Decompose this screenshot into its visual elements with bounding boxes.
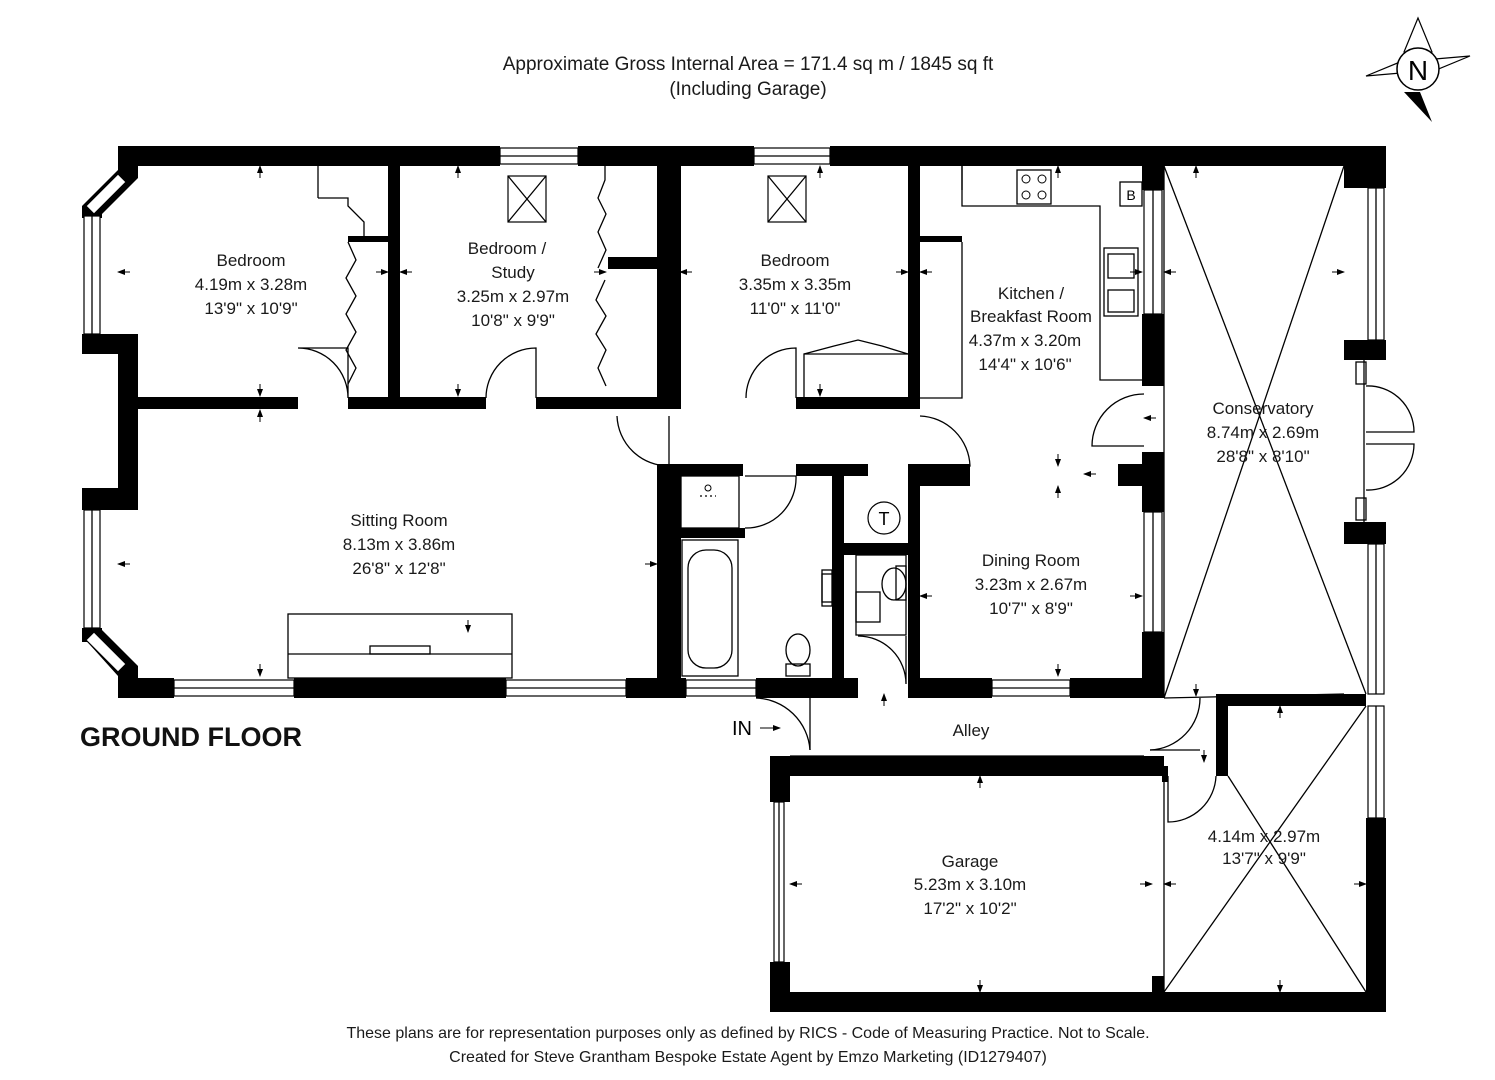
room-name: Garage (942, 852, 999, 871)
room-metric: 5.23m x 3.10m (914, 875, 1026, 894)
room-name: Dining Room (982, 551, 1080, 570)
room-imperial: 26'8" x 12'8" (352, 559, 445, 578)
room-name: Bedroom (217, 251, 286, 270)
room-name-2: Study (491, 263, 535, 282)
boiler-symbol: B (1126, 187, 1135, 203)
room-metric: 4.19m x 3.28m (195, 275, 307, 294)
room-imperial: 28'8" x 8'10" (1216, 447, 1309, 466)
room-metric: 3.25m x 2.97m (457, 287, 569, 306)
room-metric: 8.13m x 3.86m (343, 535, 455, 554)
garage-note-text: (Including Garage) (669, 79, 826, 100)
compass-icon: N (1365, 16, 1471, 122)
room-imperial: 11'0" x 11'0" (750, 299, 841, 318)
dimension-arrows (117, 165, 1367, 993)
room-metric: 8.74m x 2.69m (1207, 423, 1319, 442)
tank-symbol: T (879, 509, 890, 529)
room-garage-store: 4.14m x 2.97m 13'7" x 9'9" (1208, 827, 1320, 868)
room-imperial: 13'7" x 9'9" (1222, 849, 1306, 868)
room-imperial: 10'7" x 8'9" (989, 599, 1073, 618)
room-name: Kitchen / (998, 284, 1064, 303)
room-name: Conservatory (1212, 399, 1314, 418)
gross-area-text: Approximate Gross Internal Area = 171.4 … (503, 54, 994, 75)
room-bedroom-study: Bedroom / Study 3.25m x 2.97m 10'8" x 9'… (457, 239, 569, 330)
room-garage: Garage 5.23m x 3.10m 17'2" x 10'2" (914, 852, 1026, 918)
room-imperial: 10'8" x 9'9" (471, 311, 555, 330)
room-metric: 3.35m x 3.35m (739, 275, 851, 294)
room-name: Bedroom / (468, 239, 547, 258)
room-name: Bedroom (761, 251, 830, 270)
room-metric: 4.37m x 3.20m (969, 331, 1081, 350)
room-dining: Dining Room 3.23m x 2.67m 10'7" x 8'9" (975, 551, 1087, 618)
room-metric: 3.23m x 2.67m (975, 575, 1087, 594)
compass-letter: N (1408, 55, 1428, 86)
room-bedroom-1: Bedroom 4.19m x 3.28m 13'9" x 10'9" (195, 251, 307, 318)
floor-label: GROUND FLOOR (80, 722, 302, 752)
room-imperial: 14'4" x 10'6" (978, 355, 1071, 374)
room-metric: 4.14m x 2.97m (1208, 827, 1320, 846)
room-bedroom-3: Bedroom 3.35m x 3.35m 11'0" x 11'0" (739, 251, 851, 318)
room-name: Sitting Room (350, 511, 447, 530)
room-alley: Alley (953, 721, 990, 740)
room-sitting: Sitting Room 8.13m x 3.86m 26'8" x 12'8" (343, 511, 455, 578)
room-kitchen: Kitchen / Breakfast Room 4.37m x 3.20m 1… (969, 284, 1092, 374)
windows (83, 147, 1385, 963)
room-imperial: 13'9" x 10'9" (204, 299, 297, 318)
disclaimer-text: These plans are for representation purpo… (346, 1025, 1149, 1042)
room-name-2: Breakfast Room (970, 307, 1092, 326)
entrance-label: IN (732, 718, 752, 740)
room-conservatory: Conservatory 8.74m x 2.69m 28'8" x 8'10" (1207, 399, 1319, 466)
credit-text: Created for Steve Grantham Bespoke Estat… (449, 1049, 1047, 1066)
room-imperial: 17'2" x 10'2" (923, 899, 1016, 918)
